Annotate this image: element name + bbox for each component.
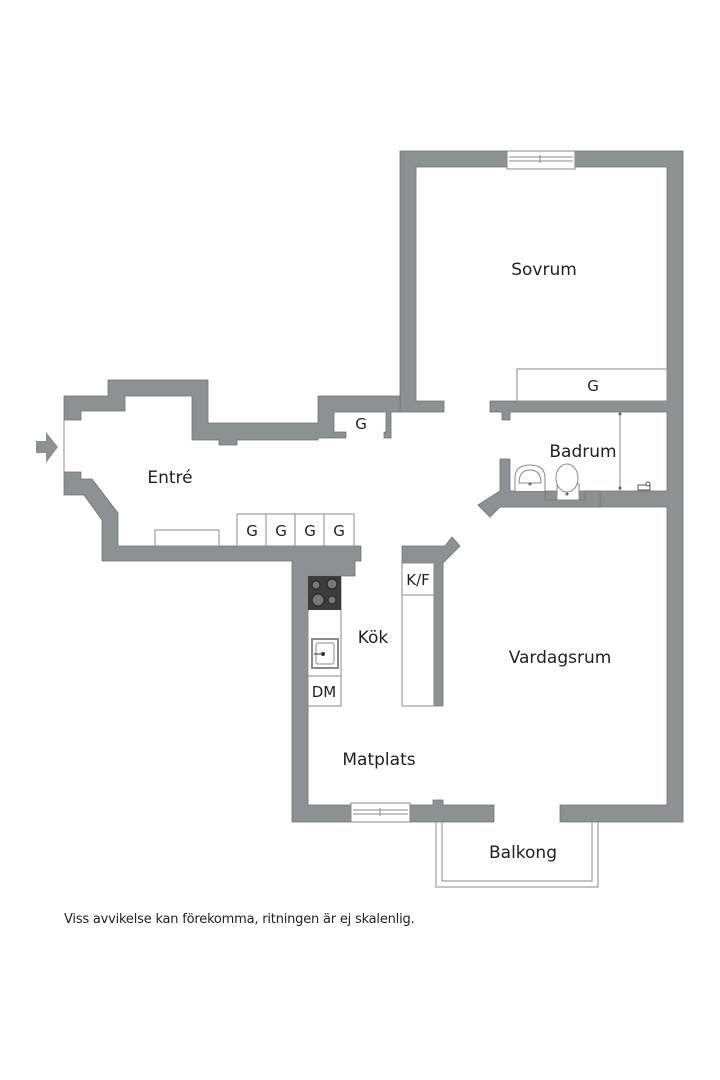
entre-bench [154,529,220,547]
label-matplats: Matplats [342,750,415,770]
label-badrum: Badrum [549,442,616,462]
wash-basin-icon [514,464,546,491]
label-sovrum: Sovrum [511,260,577,280]
stove-icon [308,576,341,610]
label-entre-wardrobe-1: G [246,522,258,540]
label-entre-wardrobe-4: G [333,522,345,540]
sovrum-wall [399,150,684,823]
dishwasher [307,675,342,707]
label-entre-wardrobe-2: G [275,522,287,540]
entre-upper-wall [63,379,401,446]
sovrum-wardrobe [516,368,668,402]
island-cabinet [401,594,435,707]
walls [63,150,684,823]
label-entre-wardrobe-3: G [304,522,316,540]
kitchen-sink-icon [311,638,339,669]
label-hall-closet: G [355,415,367,433]
fridge-freezer [401,562,435,596]
window-icon [350,802,411,823]
window-icon [506,150,576,170]
label-kok: Kök [358,628,389,648]
label-vardagsrum: Vardagsrum [509,648,612,668]
matplats-bottom-wall [409,799,495,823]
label-balkong: Balkong [489,843,557,863]
label-fridge-freezer: K/F [406,571,430,589]
label-dishwasher: DM [312,683,337,701]
shower-mixer-icon [637,481,651,491]
balcony [435,822,599,888]
shower-curtain-icon [618,412,622,491]
entrance-arrow-icon [36,432,58,463]
toilet-icon [555,463,580,501]
label-sovrum-wardrobe: G [587,377,599,395]
label-entre: Entré [147,468,192,488]
disclaimer-text: Viss avvikelse kan förekomma, ritningen … [64,912,415,927]
entre-wardrobes [236,513,355,547]
